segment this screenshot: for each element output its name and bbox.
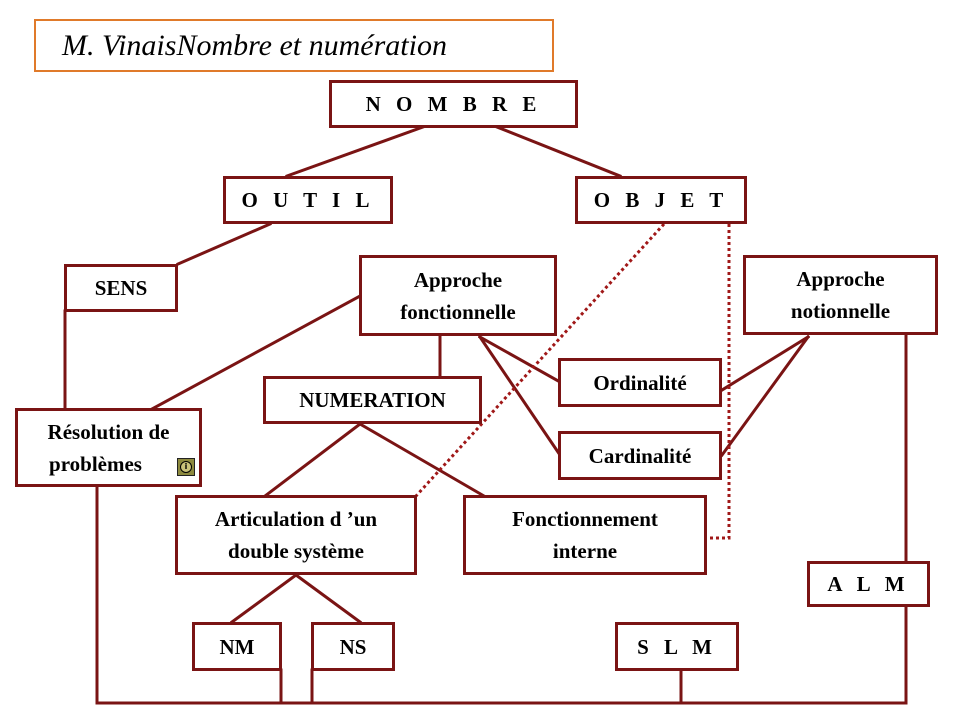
connector-articulation-ns <box>293 572 363 625</box>
connector-articulation-nm <box>229 572 299 625</box>
node-ns: NS <box>311 622 395 671</box>
approche-fonctionnelle-line2: fonctionnelle <box>400 299 516 324</box>
info-badge-icon[interactable]: i <box>177 458 195 476</box>
node-approche-fonctionnelle: Approche fonctionnelle <box>359 255 557 336</box>
node-numeration-label: NUMERATION <box>299 388 446 412</box>
connector-outil-sens <box>176 222 272 266</box>
info-badge-glyph: i <box>180 461 192 473</box>
node-nombre: N O M B R E <box>329 80 578 128</box>
node-alm-label: A L M <box>827 572 910 596</box>
author-name: M. Vinais <box>62 28 177 62</box>
node-outil-label: O U T I L <box>241 188 375 212</box>
node-slm-label: S L M <box>637 634 717 659</box>
connector-fonct-ordinalite <box>477 334 563 385</box>
approche-notionnelle-line2: notionnelle <box>790 299 891 323</box>
node-sens: SENS <box>64 264 178 312</box>
node-outil: O U T I L <box>223 176 393 224</box>
node-ordinalite-label: Ordinalité <box>593 370 687 395</box>
articulation-line1: Articulation d ’un <box>214 507 378 531</box>
node-fonctionnement-interne: Fonctionnement interne <box>463 495 707 575</box>
connector-numeration-articulation <box>262 421 363 499</box>
fonctionnement-line1: Fonctionnement <box>512 507 658 531</box>
node-sens-label: SENS <box>94 276 148 300</box>
resolution-line1: Résolution de <box>47 419 170 444</box>
connector-notion-ordinalite <box>719 334 811 393</box>
dotted-objet-fonctionnement <box>706 224 731 540</box>
node-nombre-label: N O M B R E <box>365 92 542 116</box>
node-cardinalite: Cardinalité <box>558 431 722 480</box>
node-alm: A L M <box>807 561 930 607</box>
articulation-line2: double système <box>228 539 364 563</box>
node-ns-label: NS <box>339 634 367 659</box>
node-ordinalite: Ordinalité <box>558 358 722 407</box>
approche-notionnelle-line1: Approche <box>796 267 885 291</box>
node-approche-notionnelle: Approche notionnelle <box>743 255 938 335</box>
node-objet: O B J E T <box>575 176 747 224</box>
node-objet-label: O B J E T <box>593 188 729 212</box>
approche-fonctionnelle-line1: Approche <box>413 267 503 292</box>
node-nm: NM <box>192 622 282 671</box>
fonctionnement-line2: interne <box>552 539 618 563</box>
resolution-line2: problèmes <box>49 451 142 476</box>
header-title: M. Vinais Nombre et numération <box>34 19 554 72</box>
connector-approche-resolution <box>149 293 363 412</box>
connector-numeration-fonctionnement <box>357 421 487 499</box>
node-numeration: NUMERATION <box>263 376 482 424</box>
subject-title: Nombre et numération <box>176 28 447 62</box>
connector-nombre-objet <box>495 125 622 178</box>
dotted-objet-articulation <box>414 222 666 498</box>
node-nm-label: NM <box>219 634 255 659</box>
node-slm: S L M <box>615 622 739 671</box>
connector-nombre-outil <box>285 125 425 178</box>
node-cardinalite-label: Cardinalité <box>588 443 692 468</box>
node-resolution-problemes: Résolution de problèmes <box>15 408 202 487</box>
node-articulation: Articulation d ’un double système <box>175 495 417 575</box>
connector-fonct-cardinalite <box>477 334 563 458</box>
connector-notion-cardinalite <box>719 334 811 458</box>
